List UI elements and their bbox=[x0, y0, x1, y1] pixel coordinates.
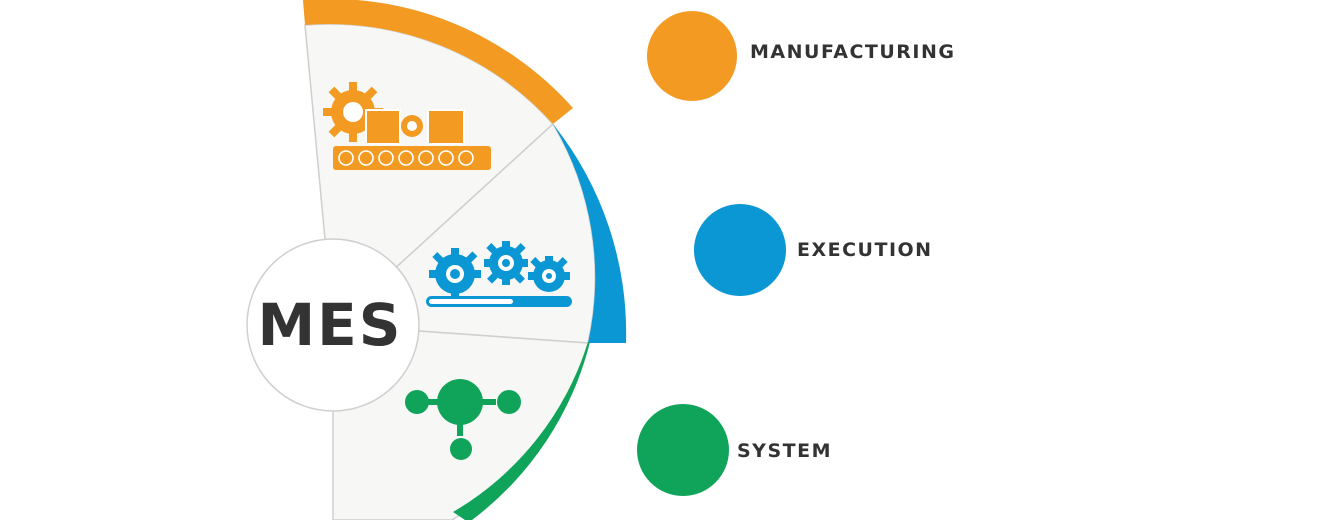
gear-icon bbox=[528, 256, 570, 292]
gear-icon bbox=[323, 82, 383, 142]
legend-label-system: SYSTEM bbox=[737, 440, 832, 462]
arc-manufacturing bbox=[303, 0, 573, 124]
legend-dot-manufacturing bbox=[647, 11, 737, 101]
legend-label-execution: EXECUTION bbox=[797, 239, 933, 261]
center-circle bbox=[246, 238, 420, 412]
gears-progress-icon bbox=[426, 241, 572, 307]
center-label: MES bbox=[257, 291, 403, 359]
conveyor-icon bbox=[323, 82, 491, 170]
legend-dot-system bbox=[637, 404, 729, 496]
gear-icon bbox=[484, 241, 528, 285]
legend-label-manufacturing: MANUFACTURING bbox=[750, 41, 956, 63]
progress-bar-fill bbox=[429, 299, 513, 304]
legend-dot-execution bbox=[694, 204, 786, 296]
network-nodes-icon bbox=[405, 379, 521, 460]
gear-icon bbox=[429, 248, 481, 300]
arc-execution bbox=[536, 124, 627, 343]
